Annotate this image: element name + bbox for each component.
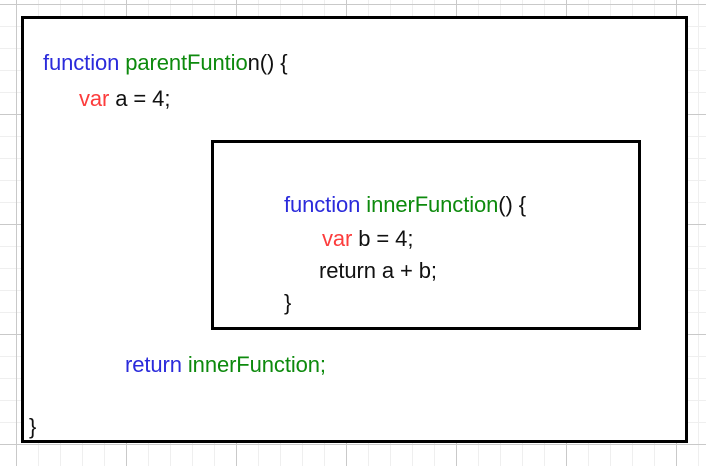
code-line-inner-closing-brace: } [284, 290, 292, 315]
code-line-inner-function-signature: function innerFunction() { [284, 193, 526, 217]
expression-var-b-assignment: b = 4; [352, 226, 414, 251]
punctuation-inner-function-tail: () { [498, 192, 526, 217]
inner-function-box: function innerFunction() { var b = 4; re… [211, 140, 641, 330]
parent-function-box: function parentFuntion() { var a = 4; fu… [21, 16, 688, 443]
code-line-outer-closing-brace: } [29, 414, 37, 439]
code-line-parent-function-signature: function parentFuntion() { [43, 50, 288, 75]
punctuation-parent-function-tail: n() { [247, 50, 288, 75]
code-line-var-a: var a = 4; [79, 87, 170, 111]
expression-var-a-assignment: a = 4; [109, 86, 171, 111]
keyword-var-b: var [322, 226, 353, 251]
keyword-var-a: var [79, 86, 110, 111]
code-line-return-inner-function: return innerFunction; [125, 353, 326, 377]
keyword-return-outer: return [125, 352, 188, 377]
identifier-parent-function-name: parentFuntio [125, 50, 248, 75]
code-line-inner-return-expression: return a + b; [319, 258, 437, 283]
identifier-returned-inner-function: innerFunction; [187, 352, 326, 377]
identifier-inner-function-name: innerFunction [366, 192, 499, 217]
keyword-function-inner: function [284, 192, 367, 217]
code-line-var-b: var b = 4; [322, 227, 413, 251]
keyword-function-outer: function [43, 50, 126, 75]
